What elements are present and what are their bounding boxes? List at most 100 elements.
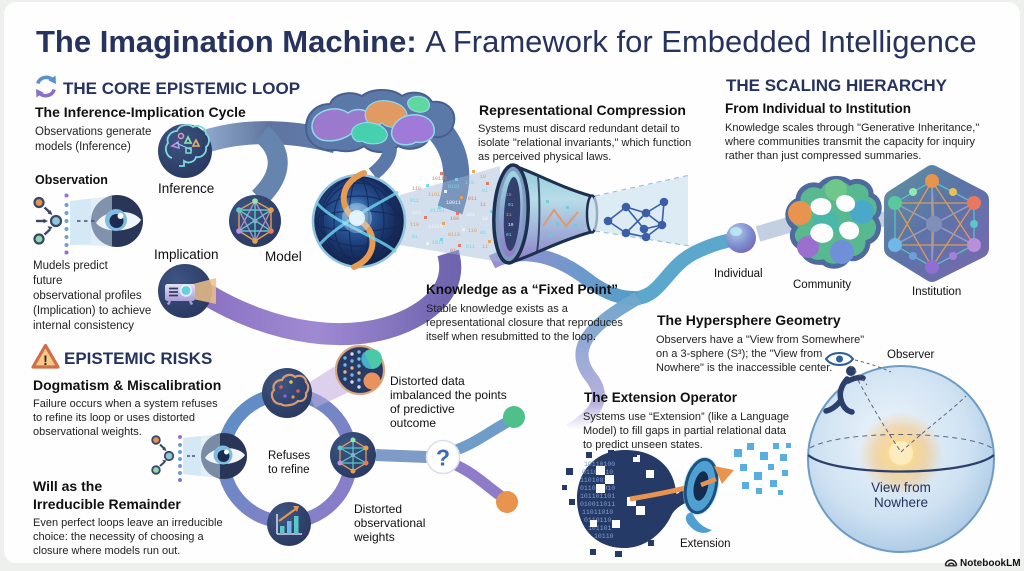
svg-text:The Imagination Machine: A Fra: The Imagination Machine: A Framework for… [36,24,977,59]
svg-text:Inference: Inference [158,181,214,196]
svg-text:closure where models run out.: closure where models run out. [33,545,180,557]
svg-text:Observation: Observation [35,173,108,187]
svg-text:Representational Compression: Representational Compression [479,102,686,118]
svg-text:Institution: Institution [912,286,961,298]
svg-text:101: 101 [466,212,475,218]
svg-text:010011011: 010011011 [580,501,615,508]
svg-text:110: 110 [410,222,419,228]
svg-text:models (Inference): models (Inference) [35,141,131,153]
svg-text:11: 11 [482,244,488,250]
svg-text:0110110: 0110110 [584,517,611,524]
svg-text:Nowhere: Nowhere [874,495,928,510]
svg-text:110100111: 110100111 [580,477,615,484]
svg-text:11011010: 11011010 [582,509,613,516]
svg-text:011: 011 [468,196,477,202]
svg-text:as perceived physical laws.: as perceived physical laws. [478,151,611,163]
svg-text:10110: 10110 [594,533,614,540]
svg-text:choice: the necessity of choos: choice: the necessity of choosing a [33,531,204,543]
svg-text:where communities transmit the: where communities transmit the capacity … [724,136,976,148]
svg-text:EPISTEMIC RISKS: EPISTEMIC RISKS [64,349,212,368]
svg-text:101101: 101101 [588,525,612,532]
svg-text:Systems use “Extension” (like: Systems use “Extension” (like a Language [583,411,789,423]
svg-text:Mudels predict: Mudels predict [33,260,109,272]
svg-text:internal consistency: internal consistency [33,320,134,332]
svg-text:01: 01 [480,230,486,236]
svg-text:Observers have a "View from So: Observers have a "View from Somewhere" [656,334,864,346]
svg-text:101101101: 101101101 [580,493,615,500]
svg-text:to predict unseen states.: to predict unseen states. [583,439,703,451]
svg-text:View from: View from [871,480,931,495]
svg-text:NotebookLM: NotebookLM [960,558,1021,569]
svg-text:Individual: Individual [714,268,763,280]
svg-text:future: future [33,275,62,287]
svg-text:Nowhere" is the inaccessible c: Nowhere" is the inaccessible center. [656,362,832,374]
svg-text:10: 10 [506,192,512,198]
svg-text:Failure occurs when a system r: Failure occurs when a system refuses [33,398,218,410]
svg-text:0101: 0101 [448,184,460,190]
svg-text:10: 10 [482,216,488,222]
svg-text:observational profiles: observational profiles [33,290,142,302]
svg-text:1011: 1011 [432,240,444,246]
svg-text:110: 110 [468,228,477,234]
svg-text:weights: weights [353,530,395,544]
svg-text:to refine its loop or uses dis: to refine its loop or uses distorted [33,412,195,424]
svg-text:11: 11 [506,212,512,218]
svg-text:Knowledge as a “Fixed Point”: Knowledge as a “Fixed Point” [426,282,618,297]
svg-text:itself when resubmitted to the: itself when resubmitted to the loop. [426,331,596,343]
svg-text:The Hypersphere Geometry: The Hypersphere Geometry [657,312,841,328]
svg-text:110: 110 [412,186,421,192]
svg-text:10011: 10011 [446,200,461,206]
svg-text:01101: 01101 [430,208,445,214]
svg-text:THE CORE EPISTEMIC LOOP: THE CORE EPISTEMIC LOOP [63,79,300,98]
svg-text:Observer: Observer [887,349,934,361]
svg-text:01: 01 [450,248,456,254]
svg-text:Community: Community [793,279,851,291]
svg-text:(Implication) to achieve: (Implication) to achieve [33,305,151,317]
svg-text:Model) to fill gaps in partial: Model) to fill gaps in partial relationa… [583,425,787,437]
svg-text:11: 11 [480,202,486,208]
svg-text:Distorted data: Distorted data [390,374,465,388]
svg-text:Irreducible Remainder: Irreducible Remainder [33,496,181,512]
svg-text:From Individual to Institution: From Individual to Institution [725,101,911,116]
svg-text:Dogmatism & Miscalibration: Dogmatism & Miscalibration [33,377,221,393]
svg-text:10110: 10110 [432,176,447,182]
svg-text:observational weights.: observational weights. [33,426,142,438]
svg-text:101: 101 [412,210,421,216]
svg-text:The Extension Operator: The Extension Operator [584,390,738,405]
svg-text:?: ? [436,445,450,471]
svg-text:1101: 1101 [428,192,440,198]
svg-text:representational closure that: representational closure that reproduces [426,317,623,329]
svg-text:Systems must discard redundant: Systems must discard redundant detail to [478,123,680,135]
svg-text:Knowledge scales through "Gene: Knowledge scales through "Generative Inh… [725,122,979,134]
svg-text:01: 01 [508,202,514,208]
svg-text:011: 011 [466,244,475,250]
svg-text:Extension: Extension [680,538,731,550]
svg-text:10: 10 [480,174,486,180]
svg-text:Distorted: Distorted [354,502,402,516]
svg-text:Implication: Implication [154,247,219,262]
svg-text:10110100: 10110100 [584,461,615,468]
svg-text:011: 011 [410,198,419,204]
svg-text:Even perfect loops leave an ir: Even perfect loops leave an irreducible [33,517,223,529]
svg-text:0110: 0110 [448,232,460,238]
svg-text:outcome: outcome [390,416,436,430]
svg-text:Observations generate: Observations generate [35,126,151,138]
svg-text:01: 01 [412,234,418,240]
svg-text:Will as the: Will as the [33,478,102,494]
svg-text:100: 100 [450,216,459,222]
svg-text:isolate "relational invariants: isolate "relational invariants," which f… [478,137,691,149]
svg-text:01: 01 [506,232,512,238]
svg-text:110: 110 [465,180,474,186]
svg-text:on a 3-sphere (S³); the "View: on a 3-sphere (S³); the "View from [656,348,822,360]
svg-text:10: 10 [508,222,514,228]
svg-text:imbalanced the points: imbalanced the points [390,388,507,402]
svg-text:observational: observational [354,516,425,530]
svg-text:11010: 11010 [428,224,443,230]
svg-text:The Inference-Implication Cycl: The Inference-Implication Cycle [35,104,246,120]
svg-text:!: ! [43,352,48,368]
svg-text:THE SCALING HIERARCHY: THE SCALING HIERARCHY [726,76,948,95]
svg-text:01: 01 [482,188,488,194]
svg-text:Refuses: Refuses [268,450,310,462]
svg-text:of predictive: of predictive [390,402,455,416]
svg-text:rather than just compressed su: rather than just compressed summaries. [725,150,921,162]
